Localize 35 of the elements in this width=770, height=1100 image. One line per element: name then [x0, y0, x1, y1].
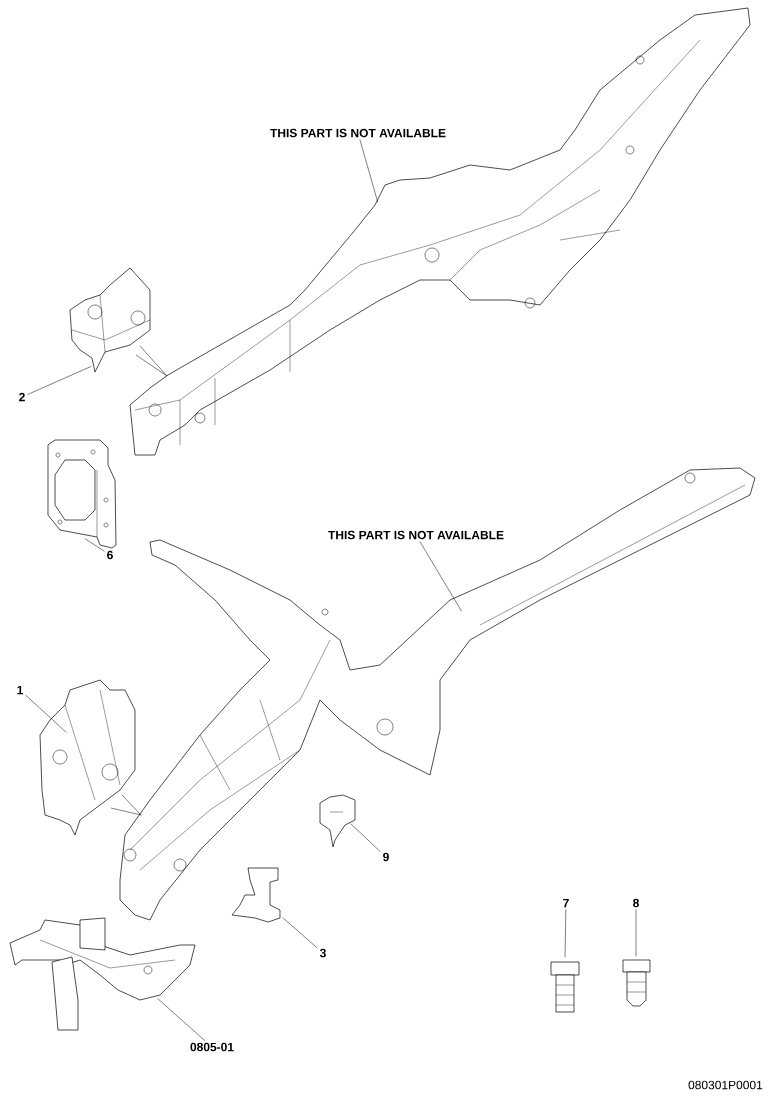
callout-number: 9	[383, 852, 389, 862]
leader-line	[25, 694, 67, 733]
leader-line	[84, 538, 105, 552]
clip-drawing	[319, 794, 356, 848]
leader-line	[635, 909, 637, 957]
leader-line	[27, 366, 92, 395]
leader-line	[121, 794, 142, 816]
clip-drawing	[231, 867, 281, 923]
bolt-drawing	[550, 961, 580, 1013]
callout-number: 7	[563, 898, 569, 908]
drawing-number: 080301P0001	[688, 1080, 763, 1090]
plate-drawing	[47, 439, 117, 549]
frame-rail-drawing	[119, 467, 756, 921]
frame-member-drawing	[9, 917, 196, 1031]
bracket-drawing	[69, 267, 151, 373]
note-text: THIS PART IS NOT AVAILABLE	[328, 530, 504, 540]
note-text: THIS PART IS NOT AVAILABLE	[270, 128, 446, 138]
leader-line	[282, 917, 318, 949]
leader-line	[157, 998, 205, 1041]
leader-line	[110, 807, 142, 816]
callout-number: 2	[19, 392, 25, 402]
leader-line	[419, 541, 462, 612]
leader-line	[139, 345, 168, 377]
bracket-drawing	[39, 679, 136, 836]
part-number: 0805-01	[190, 1042, 234, 1052]
leader-line	[350, 823, 381, 853]
leader-line	[359, 139, 379, 203]
callout-number: 3	[319, 948, 326, 958]
leader-line	[564, 909, 567, 958]
callout-number: 1	[17, 685, 23, 695]
bolt-drawing	[622, 959, 651, 1007]
frame-rail-drawing	[129, 7, 751, 456]
callout-number: 6	[107, 550, 113, 560]
callout-number: 8	[633, 898, 639, 908]
leader-line	[135, 354, 168, 377]
